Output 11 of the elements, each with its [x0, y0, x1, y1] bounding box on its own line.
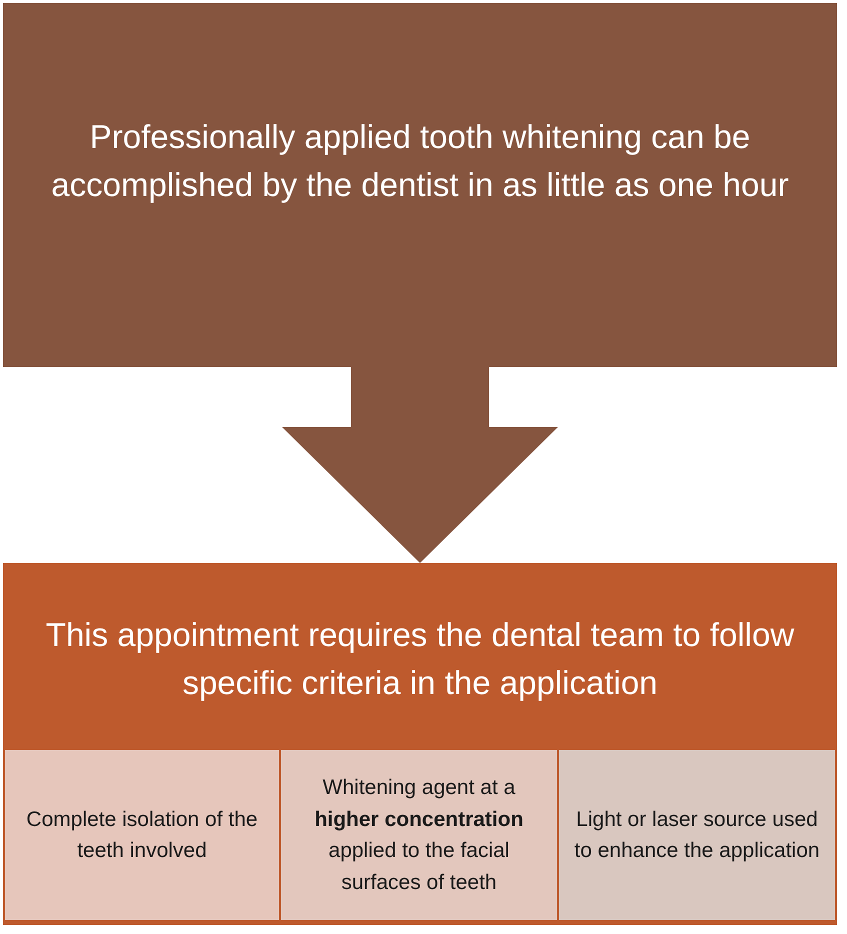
cell-text: Light or laser source used to enhance the application [573, 806, 821, 864]
statement-box [3, 3, 837, 367]
statement-box [3, 563, 837, 925]
statement-text: This appointment requires the dental team to follow specific criteria in the application [44, 615, 796, 703]
criteria-cell [559, 750, 835, 920]
criteria-cell [5, 750, 279, 920]
cell-text: Complete isolation of the teeth involved [25, 806, 259, 864]
down-arrow [282, 367, 558, 563]
criteria-cell [281, 750, 557, 920]
statement-text: Professionally applied tooth whitening can be accomplished by the dentist in as little as one hour [50, 117, 790, 205]
cell-text: Whitening agent at a higher concentration applied to the facial surfaces of teeth [314, 775, 524, 896]
